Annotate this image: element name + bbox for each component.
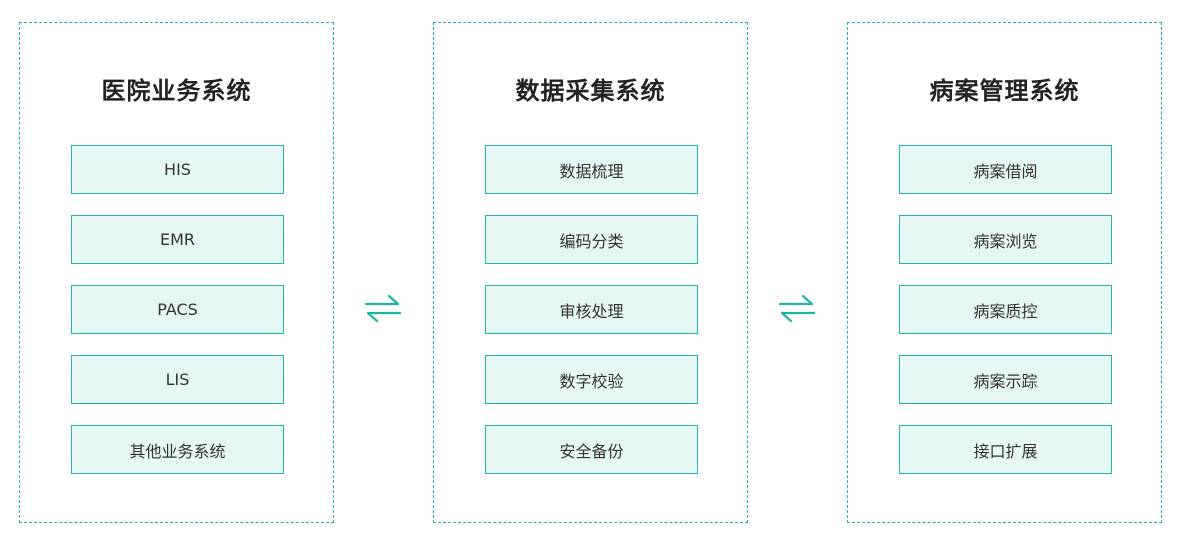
panel-title: 病案管理系统 xyxy=(929,77,1080,105)
panel-title: 医院业务系统 xyxy=(101,77,252,105)
bidirectional-arrow-icon xyxy=(364,294,402,323)
system-item-box: EMR xyxy=(71,215,284,264)
process-item-box: 安全备份 xyxy=(485,425,698,474)
process-item-box: 数字校验 xyxy=(485,355,698,404)
bidirectional-arrow-icon xyxy=(778,294,816,323)
panel-data-collection-system: 数据采集系统 数据梳理 编码分类 审核处理 数字校验 安全备份 xyxy=(433,22,748,523)
system-item-box: PACS xyxy=(71,285,284,334)
feature-item-box: 病案浏览 xyxy=(899,215,1112,264)
feature-item-box: 病案示踪 xyxy=(899,355,1112,404)
feature-item-box: 接口扩展 xyxy=(899,425,1112,474)
panel-hospital-business-system: 医院业务系统 HIS EMR PACS LIS 其他业务系统 xyxy=(19,22,334,523)
panel-medical-record-management-system: 病案管理系统 病案借阅 病案浏览 病案质控 病案示踪 接口扩展 xyxy=(847,22,1162,523)
panel-title: 数据采集系统 xyxy=(515,77,666,105)
feature-item-box: 病案质控 xyxy=(899,285,1112,334)
system-item-box: HIS xyxy=(71,145,284,194)
process-item-box: 数据梳理 xyxy=(485,145,698,194)
process-item-box: 编码分类 xyxy=(485,215,698,264)
system-item-box: 其他业务系统 xyxy=(71,425,284,474)
system-item-box: LIS xyxy=(71,355,284,404)
process-item-box: 审核处理 xyxy=(485,285,698,334)
feature-item-box: 病案借阅 xyxy=(899,145,1112,194)
